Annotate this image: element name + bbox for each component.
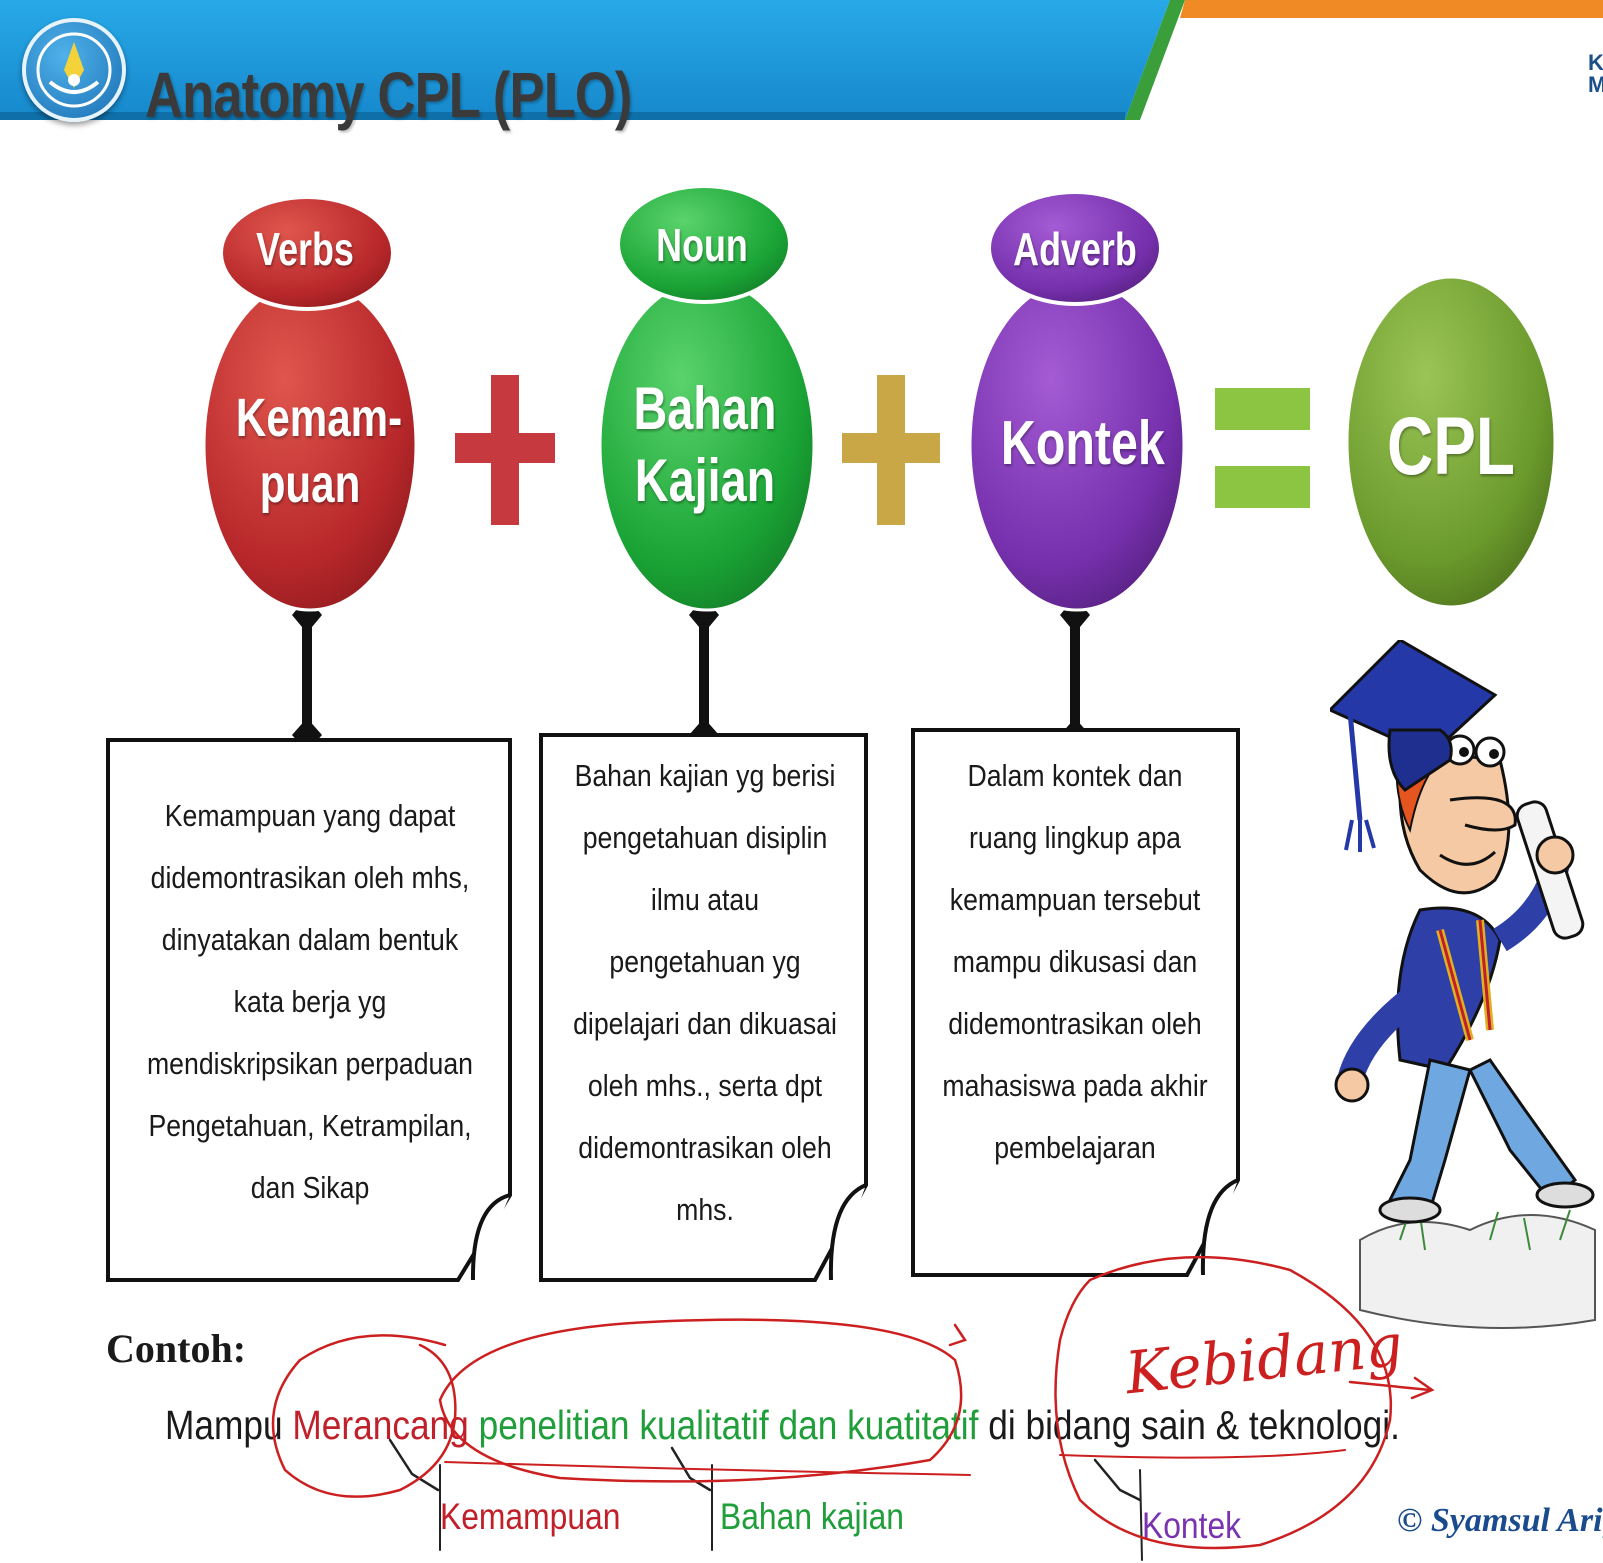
component-adverb — [968, 190, 1186, 612]
component-noun — [598, 184, 816, 612]
header-band — [0, 0, 1603, 120]
body-label-kontek: Kontek — [1000, 409, 1165, 478]
cap-label-noun: Noun — [656, 219, 748, 271]
note-text-bahan-kajian: Bahan kajian yg berisi pengetahuan disip… — [573, 758, 837, 1227]
annotation-bahan-kajian: Bahan kajian — [720, 1496, 904, 1537]
cap-label-verbs: Verbs — [256, 223, 354, 275]
emblem-icon — [36, 32, 112, 108]
note-text-kemampuan: Kemampuan yang dapat didemontrasikan ole… — [146, 798, 474, 1205]
example-part-penelitian: penelitian kualitatif dan kuatitatif — [468, 1402, 979, 1448]
note-card-1 — [106, 738, 512, 1282]
example-part-merancang: Merancang — [292, 1402, 469, 1448]
plus-sign-red — [455, 375, 555, 525]
graduate-illustration — [1330, 640, 1596, 1329]
copyright-text: © Syamsul Arif — [1397, 1502, 1603, 1539]
note-card-2 — [539, 733, 868, 1282]
note-card-3 — [911, 728, 1240, 1277]
ministry-logo — [22, 18, 126, 122]
example-part-mampu: Mampu — [165, 1402, 293, 1448]
result-label-cpl: CPL — [1387, 401, 1515, 492]
corner-logo-text: K M — [1588, 50, 1603, 97]
body-label-bahan-kajian: Bahan Kajian — [633, 375, 777, 514]
component-verbs — [202, 195, 418, 612]
result-cpl — [1345, 275, 1557, 609]
cap-label-adverb: Adverb — [1013, 223, 1137, 275]
annotation-kemampuan: Kemampuan — [440, 1496, 621, 1537]
page-title: Anatomy CPL (PLO) — [145, 59, 632, 131]
equals-sign — [1215, 388, 1310, 508]
annotation-kontek: Kontek — [1142, 1505, 1242, 1546]
note-text-kontek: Dalam kontek dan ruang lingkup apa kemam… — [942, 758, 1208, 1165]
body-label-kemampuan: Kemam- puan — [235, 388, 403, 514]
example-heading: Contoh: — [106, 1326, 247, 1371]
plus-sign-gold — [842, 375, 940, 525]
